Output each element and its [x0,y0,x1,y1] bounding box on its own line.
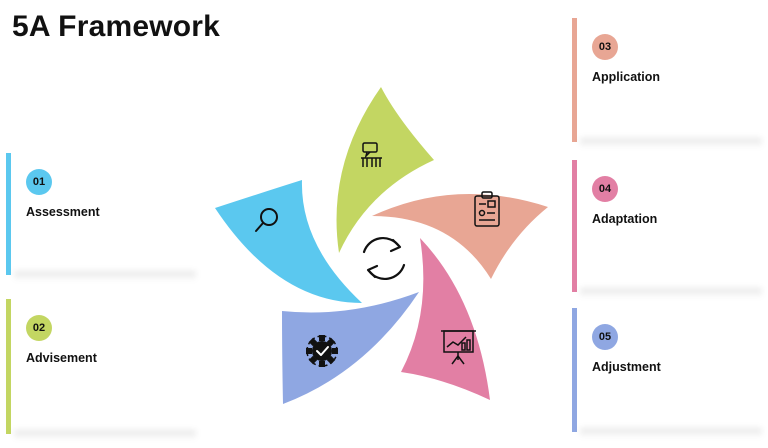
blade-adaptation [372,193,548,279]
blade-advisement [282,292,419,404]
step-number: 04 [592,176,618,202]
step-label: Advisement [26,351,97,365]
card-accent-bar [6,299,11,434]
card-accent-bar [572,18,577,142]
card-accent-bar [572,308,577,432]
cycle-arrows-icon [362,236,406,281]
clipboard-icon [474,191,500,227]
step-card-adjustment: 05 Adjustment [572,308,762,438]
discussion-icon [361,142,382,167]
step-card-adaptation: 04 Adaptation [572,160,762,298]
step-card-assessment: 01 Assessment [6,153,196,281]
magnifier-icon [255,208,278,232]
step-card-advisement: 02 Advisement [6,299,196,440]
blade-assessment [215,180,362,303]
card-accent-bar [572,160,577,292]
gear-check-icon [306,335,338,367]
blade-adjustment [401,238,490,400]
step-number: 03 [592,34,618,60]
step-label: Assessment [26,205,100,219]
step-number: 05 [592,324,618,350]
step-number: 02 [26,315,52,341]
blade-application [336,87,434,253]
step-label: Adjustment [592,360,661,374]
page-title: 5A Framework [12,10,221,43]
card-accent-bar [6,153,11,275]
step-card-application: 03 Application [572,18,762,148]
step-number: 01 [26,169,52,195]
presentation-board-icon [441,330,476,365]
step-label: Adaptation [592,212,658,226]
step-label: Application [592,70,661,84]
